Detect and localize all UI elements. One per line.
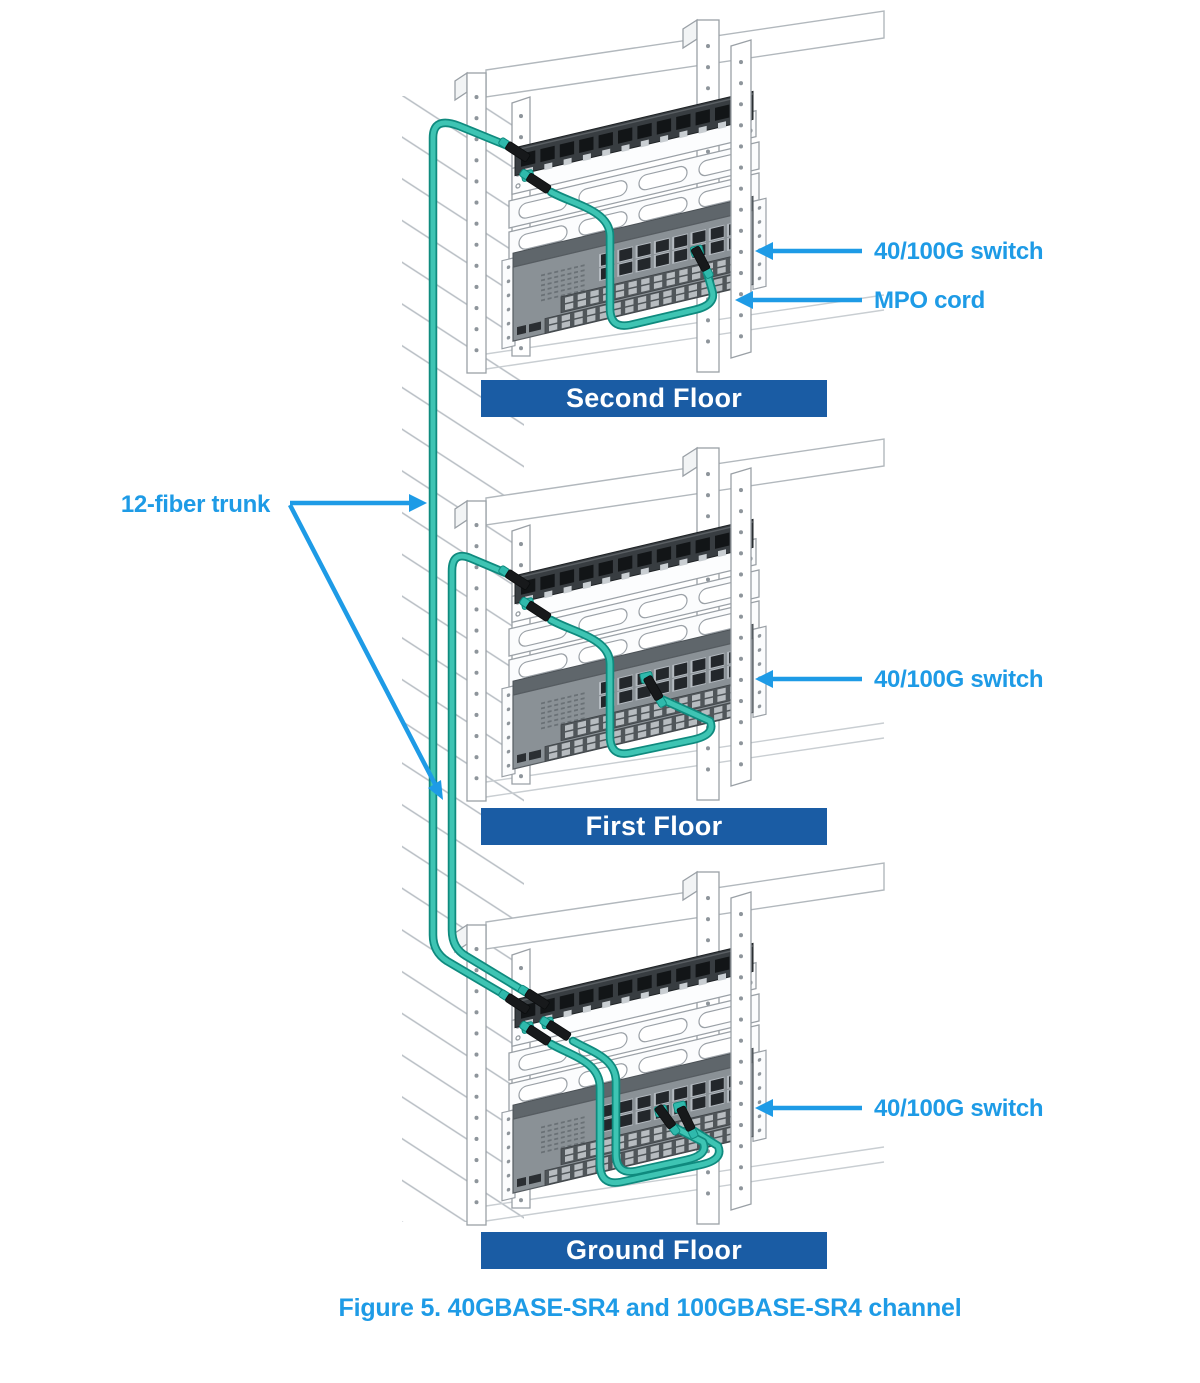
callout-fiber-trunk: 12-fiber trunk [121,491,443,800]
callout-switch-ground-floor: 40/100G switch [755,1095,1044,1122]
trunk-cable-second-to-ground [428,118,513,1002]
switch-label: 40/100G switch [874,666,1043,693]
arrow-left-icon [735,291,753,309]
trunk-label: 12-fiber trunk [121,491,271,518]
trunk-cable-first-to-ground [447,551,532,998]
arrow-left-icon [755,670,773,688]
mpo-cord-ground-floor-inner [568,1036,709,1176]
banner-first-floor: First Floor [481,808,827,845]
banner-second-floor: Second Floor [481,380,827,417]
banner-label: Second Floor [566,383,742,413]
arrow-left-icon [755,1099,773,1117]
figure-caption: Figure 5. 40GBASE-SR4 and 100GBASE-SR4 c… [339,1294,962,1322]
mpo-cord-ground-floor-outer [546,1039,724,1187]
arrow-left-icon [755,242,773,260]
mpo-cord-label: MPO cord [874,287,985,314]
arrow-right-icon [409,494,427,512]
switch-label: 40/100G switch [874,1095,1043,1122]
banner-label: First Floor [586,811,723,841]
callout-mpo-cord: MPO cord [735,287,985,314]
switch-label: 40/100G switch [874,238,1043,265]
banner-label: Ground Floor [566,1235,742,1265]
mpo-cord-first-floor [546,615,716,758]
callout-switch-second-floor: 40/100G switch [755,238,1044,265]
mpo-cord-second-floor [546,187,718,330]
callout-switch-first-floor: 40/100G switch [755,666,1044,693]
arrow-down-right-icon [428,780,443,800]
banner-ground-floor: Ground Floor [481,1232,827,1269]
